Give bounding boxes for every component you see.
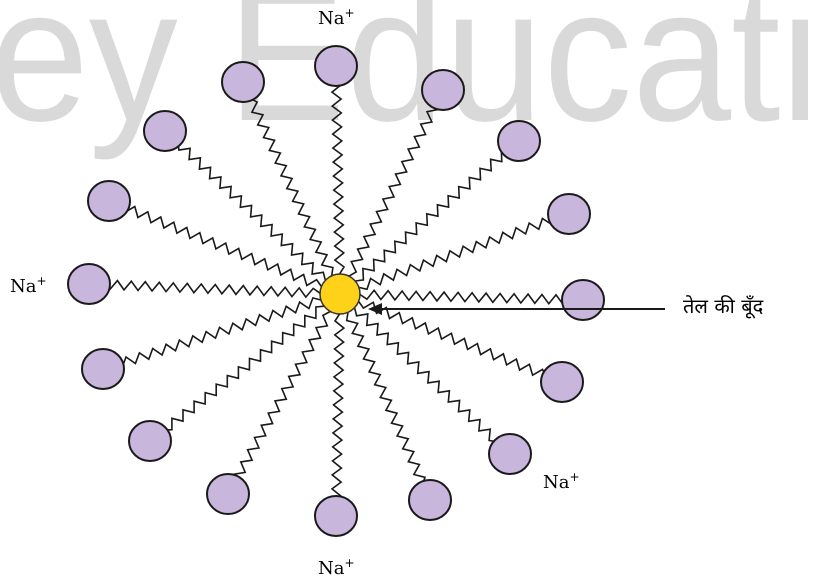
hydrocarbon-tail bbox=[330, 83, 346, 275]
hydrocarbon-tail bbox=[250, 97, 334, 276]
polar-head bbox=[408, 479, 452, 521]
polar-head bbox=[314, 495, 358, 537]
hydrocarbon-tail bbox=[358, 217, 553, 291]
watermark-text: ey Educati bbox=[0, 0, 817, 161]
hydrocarbon-tail bbox=[353, 307, 498, 443]
hydrocarbon-tail bbox=[177, 143, 327, 281]
hydrocarbon-tail bbox=[123, 205, 323, 287]
oil-droplet bbox=[319, 273, 361, 315]
na-ion-label-left: Na+ bbox=[10, 274, 47, 297]
hydrocarbon-tail bbox=[359, 288, 566, 306]
na-ion-label-bottom: Na+ bbox=[318, 556, 355, 579]
na-ion-label-right: Na+ bbox=[543, 470, 580, 493]
polar-head bbox=[547, 193, 591, 235]
polar-head bbox=[143, 110, 187, 152]
polar-head bbox=[206, 473, 250, 515]
hydrocarbon-tail bbox=[345, 312, 427, 484]
hydrocarbon-tail bbox=[357, 300, 547, 377]
hydrocarbon-tail bbox=[348, 105, 440, 277]
hydrocarbon-tails bbox=[106, 83, 566, 499]
hydrocarbon-tail bbox=[330, 313, 346, 499]
polar-head bbox=[128, 420, 172, 462]
polar-head bbox=[87, 180, 131, 222]
hydrocarbon-tail bbox=[106, 279, 321, 299]
polar-head bbox=[221, 61, 265, 103]
hydrocarbon-tail bbox=[164, 305, 325, 431]
hydrocarbon-tail bbox=[355, 148, 506, 282]
polar-head bbox=[314, 45, 358, 87]
pointer-arrowhead bbox=[368, 303, 382, 315]
polar-head bbox=[497, 120, 541, 162]
na-ion-label-top: Na+ bbox=[318, 6, 355, 29]
polar-head bbox=[488, 433, 532, 475]
polar-head bbox=[561, 279, 605, 321]
oil-droplet-label: तेल की बूँद bbox=[683, 294, 764, 318]
hydrocarbon-tail bbox=[119, 296, 322, 370]
polar-head bbox=[81, 348, 125, 390]
polar-head bbox=[540, 361, 584, 403]
polar-head bbox=[421, 69, 465, 111]
polar-head bbox=[67, 263, 111, 305]
polar-heads bbox=[67, 45, 605, 537]
hydrocarbon-tail bbox=[232, 310, 331, 479]
